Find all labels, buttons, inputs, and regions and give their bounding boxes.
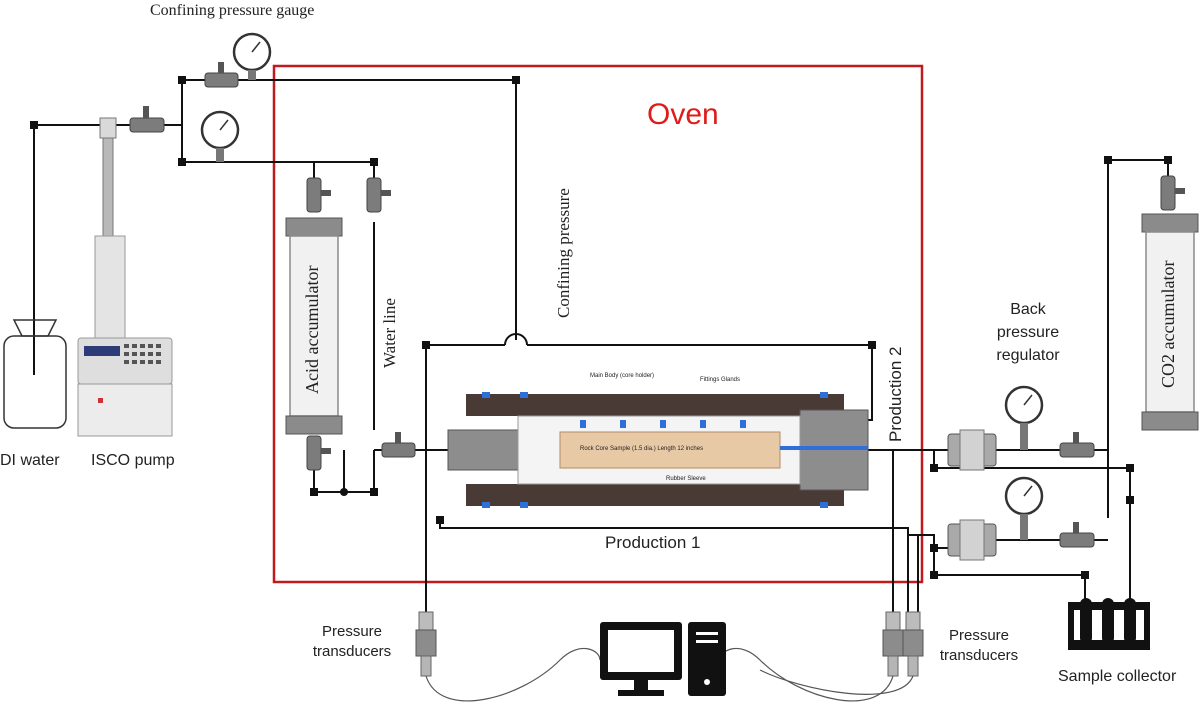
bpr-label-line: pressure: [996, 324, 1060, 341]
valve-icon: [1059, 522, 1095, 548]
valves: [129, 62, 1185, 548]
confining-pressure-gauge-icon: [232, 32, 272, 80]
main-body-label: Main Body (core holder): [590, 373, 655, 379]
production-1-label: Production 1: [605, 533, 701, 552]
production-2-label: Production 2: [886, 346, 905, 442]
pump-pressure-gauge-icon: [200, 110, 240, 162]
valve-icon: [366, 177, 391, 213]
bpr-gauge-top-icon: [1004, 385, 1044, 450]
valve-icon: [381, 432, 416, 458]
core-holder: [447, 392, 869, 508]
co2-accumulator: [1141, 213, 1199, 431]
isco-pump: [77, 117, 173, 437]
valve-icon: [129, 106, 165, 133]
gauges: [200, 32, 1044, 540]
transducer-label-line: Pressure: [948, 627, 1010, 644]
acid-accumulator: [285, 217, 343, 435]
transducer-label-line: Pressure: [321, 623, 383, 640]
sample-collector-label: Sample collector: [1058, 668, 1177, 685]
transducer-label-line: transducers: [939, 647, 1019, 664]
isco-pump-label: ISCO pump: [91, 452, 175, 469]
data-cables: [425, 647, 914, 702]
valve-icon: [306, 435, 331, 471]
back-pressure-regulators: [947, 429, 997, 561]
oven-enclosure: [272, 64, 924, 584]
pressure-transducers-right-label: Pressure transducers: [930, 626, 1028, 666]
rubber-sleeve-label: Rubber Sleeve: [666, 476, 706, 482]
oven-label: Oven: [647, 98, 719, 131]
valve-icon: [306, 177, 331, 213]
valve-icon: [204, 62, 239, 88]
pressure-transducers: [415, 611, 924, 677]
pipe-network: [33, 79, 1169, 612]
fitting-glands-label: Fittings Glands: [700, 377, 741, 383]
rock-core-label: Rock Core Sample (1.5 dia.) Length 12 in…: [580, 446, 704, 452]
di-water-beaker: [3, 319, 67, 429]
sample-collector-icon: [1068, 598, 1150, 650]
di-water-label: DI water: [0, 452, 60, 469]
pipe-joints: [30, 76, 1172, 579]
bpr-gauge-bottom-icon: [1004, 476, 1044, 540]
computer-icon: [600, 622, 726, 696]
valve-icon: [1059, 432, 1095, 458]
pressure-transducers-left-label: Pressure transducers: [310, 622, 394, 662]
co2-accumulator-label: CO2 accumulator: [1158, 260, 1178, 388]
acid-accumulator-label: Acid accumulator: [302, 265, 322, 394]
transducer-label-line: transducers: [312, 643, 392, 660]
water-line-label: Water line: [380, 298, 399, 368]
bpr-label-line: regulator: [996, 347, 1060, 364]
bpr-label-line: Back: [1010, 301, 1046, 318]
valve-icon: [1160, 175, 1185, 211]
confining-pressure-label: Confining pressure: [554, 188, 573, 318]
confining-pressure-gauge-label: Confining pressure gauge: [150, 2, 315, 19]
back-pressure-regulator-label: Back pressure regulator: [988, 298, 1068, 367]
